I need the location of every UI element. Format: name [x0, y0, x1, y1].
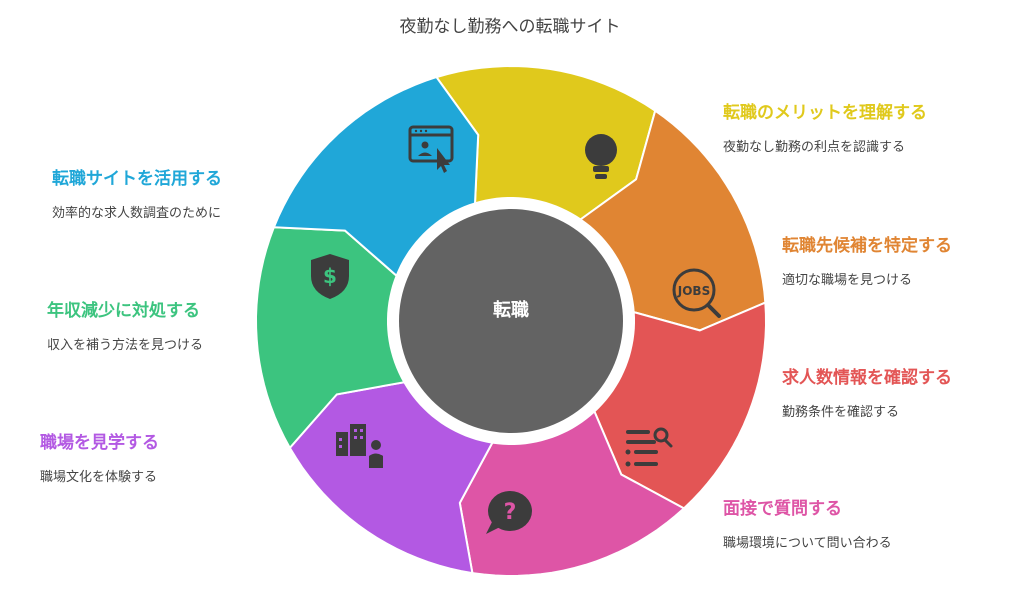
- diagram-title: 夜勤なし勤務への転職サイト: [399, 17, 621, 37]
- label-merit: 転職のメリットを理解する 夜勤なし勤務の利点を認識する: [723, 98, 927, 155]
- label-heading: 職場を見学する: [40, 433, 159, 453]
- label-heading: 転職のメリットを理解する: [723, 103, 927, 123]
- label-candidates: 転職先候補を特定する 適切な職場を見つける: [782, 231, 952, 288]
- label-heading: 面接で質問する: [723, 499, 842, 519]
- label-heading: 年収減少に対処する: [47, 301, 200, 321]
- label-desc: 収入を補う方法を見つける: [47, 338, 204, 353]
- label-visit: 職場を見学する 職場文化を体験する: [40, 428, 159, 485]
- label-site: 転職サイトを活用する 効率的な求人数調査のために: [52, 164, 222, 221]
- label-heading: 求人数情報を確認する: [782, 368, 952, 388]
- label-desc: 適切な職場を見つける: [782, 273, 913, 288]
- svg-text:$: $: [323, 264, 337, 288]
- web-click-icon: [408, 125, 454, 173]
- label-interview: 面接で質問する 職場環境について問い合わる: [723, 494, 892, 551]
- svg-text:JOBS: JOBS: [677, 284, 710, 298]
- center-label: 転職: [493, 299, 529, 321]
- svg-text:?: ?: [504, 500, 517, 525]
- list-search-icon: [625, 427, 673, 467]
- label-heading: 転職サイトを活用する: [52, 169, 222, 189]
- building-person-icon: [336, 424, 383, 468]
- label-job-info: 求人数情報を確認する 勤務条件を確認する: [782, 363, 952, 420]
- label-desc: 夜勤なし勤務の利点を認識する: [723, 140, 906, 155]
- lightbulb-icon: [585, 134, 617, 179]
- label-heading: 転職先候補を特定する: [782, 236, 952, 256]
- label-desc: 効率的な求人数調査のために: [52, 206, 222, 221]
- label-desc: 勤務条件を確認する: [782, 405, 900, 420]
- label-desc: 職場環境について問い合わる: [723, 536, 892, 551]
- dollar-shield-icon: $: [311, 254, 349, 299]
- question-bubble-icon: ?: [486, 491, 532, 534]
- label-income: 年収減少に対処する 収入を補う方法を見つける: [47, 296, 203, 353]
- center-circle: [399, 209, 623, 433]
- label-desc: 職場文化を体験する: [40, 470, 158, 485]
- jobs-search-icon: JOBS: [672, 268, 721, 318]
